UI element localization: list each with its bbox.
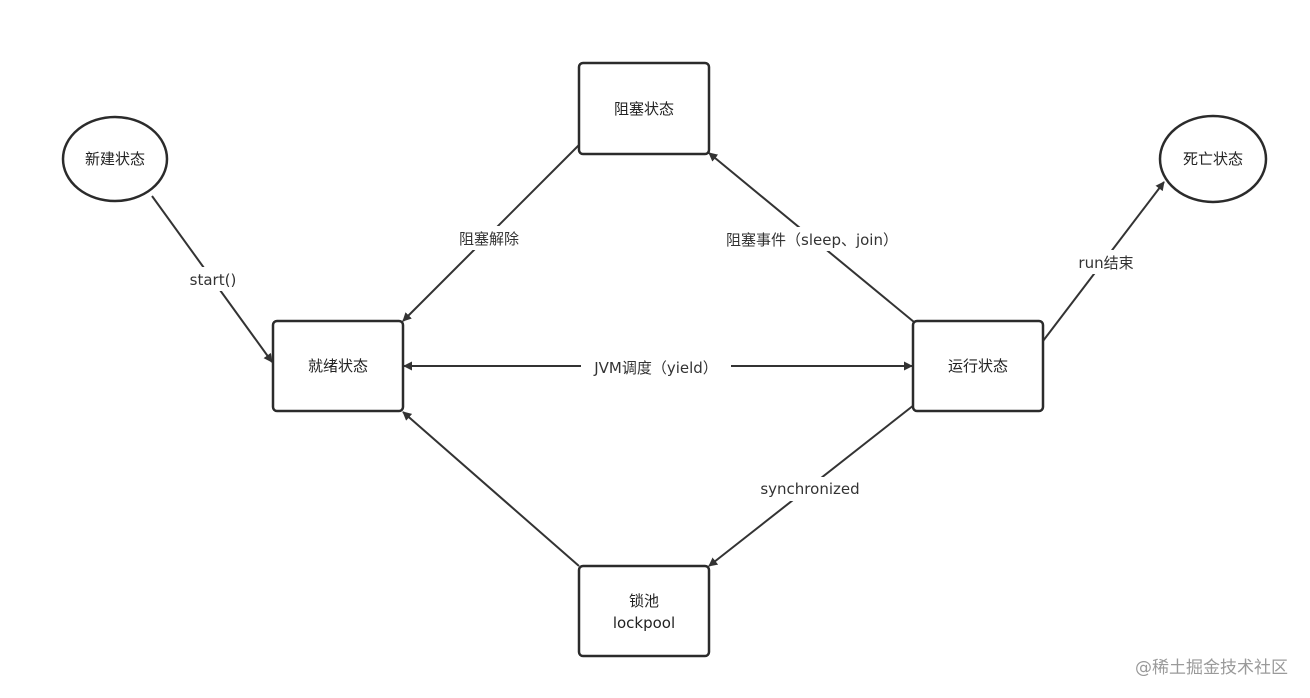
- edge-label-start: start(): [190, 271, 237, 289]
- node-dead-state-label: 死亡状态: [1183, 150, 1243, 168]
- edge-label-unblock: 阻塞解除: [459, 230, 519, 248]
- edge-label-block-event: 阻塞事件（sleep、join）: [726, 231, 898, 249]
- node-running-state: 运行状态: [911, 319, 1045, 413]
- edge-label-jvm-schedule: JVM调度（yield）: [593, 359, 718, 377]
- node-dead-state: 死亡状态: [1158, 114, 1268, 204]
- edge-lockpool-to-ready: [402, 411, 580, 567]
- node-ready-state-label: 就绪状态: [308, 357, 368, 375]
- node-lock-pool-label-line2: lockpool: [613, 614, 675, 632]
- node-lock-pool: 锁池 lockpool: [577, 564, 711, 658]
- edge-label-synchronized: synchronized: [760, 480, 859, 498]
- node-new-state: 新建状态: [61, 115, 169, 203]
- watermark: @稀土掘金技术社区: [1135, 658, 1288, 678]
- edge-label-run-end: run结束: [1078, 254, 1133, 272]
- node-new-state-label: 新建状态: [85, 150, 145, 168]
- node-running-state-label: 运行状态: [948, 357, 1008, 375]
- node-blocked-state-label: 阻塞状态: [614, 100, 674, 118]
- node-blocked-state: 阻塞状态: [577, 61, 711, 156]
- node-lock-pool-label-line1: 锁池: [629, 592, 659, 610]
- node-ready-state: 就绪状态: [271, 319, 405, 413]
